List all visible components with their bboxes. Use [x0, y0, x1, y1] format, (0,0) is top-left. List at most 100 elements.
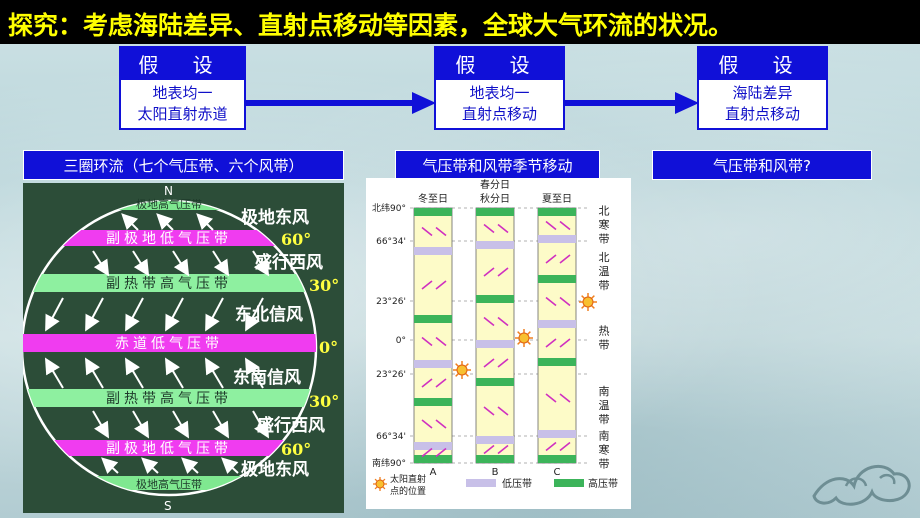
low-pressure-band [538, 430, 576, 438]
legend-high-swatch [554, 479, 584, 487]
wind-arrow [84, 357, 104, 389]
wind-arrow [92, 250, 110, 277]
wind-arrow [212, 410, 230, 439]
latitude-label: 30° [309, 276, 339, 295]
wind-arrow [132, 410, 150, 439]
season-wind-arrow [435, 336, 447, 347]
sun-ray [527, 341, 531, 345]
pressure-band-label: 赤道低气压带 [115, 336, 223, 352]
sun-disc [456, 364, 468, 376]
sun-ray [591, 305, 595, 309]
low-pressure-band [538, 235, 576, 243]
latitude-tick-label: 23°26' [376, 370, 406, 380]
legend-sun-label-line1: 太阳直射 [390, 473, 426, 485]
pressure-band [23, 274, 316, 292]
zone-char: 南 [599, 385, 610, 398]
hypothesis-2-header: 假 设 [434, 46, 565, 80]
result-1: 三圈环流（七个气压带、六个风带） [23, 150, 344, 180]
latitude-label: 30° [309, 392, 339, 411]
pressure-band [23, 201, 316, 210]
hypothesis-3-line1: 海陆差异 [732, 84, 793, 102]
season-wind-arrow [545, 254, 557, 264]
south-label: S [164, 499, 172, 513]
column-header-line1: 春分日 [480, 179, 510, 191]
season-wind-arrow [421, 336, 433, 347]
column-letter: C [554, 467, 561, 478]
season-wind-arrow [483, 316, 495, 327]
cloud-ornament-icon [812, 464, 911, 506]
pressure-band [23, 389, 316, 407]
seasonal-shift-figure: 冬至日春分日秋分日夏至日北纬90°66°34'23°26'0°23°26'66°… [366, 178, 631, 509]
wind-arrow [205, 297, 224, 332]
season-wind-arrow [483, 406, 495, 416]
latitude-label: 0° [319, 338, 338, 357]
sun-position-icon [453, 361, 471, 379]
zone-char: 寒 [599, 443, 610, 457]
pressure-band-label: 极地高气压带 [136, 477, 202, 491]
wind-arrow [164, 357, 184, 389]
wind-arrow [85, 297, 104, 332]
latitude-tick-label: 南纬90° [372, 457, 406, 469]
wind-arrow [252, 410, 270, 439]
legend-low-swatch [466, 479, 496, 487]
season-wind-arrow [559, 338, 571, 348]
high-pressure-band [476, 455, 514, 463]
zone-char: 带 [599, 458, 610, 471]
result-2: 气压带和风带季节移动 [395, 150, 600, 180]
pressure-band-label: 副热带高气压带 [106, 275, 232, 292]
sun-position-icon [579, 293, 597, 311]
hypothesis-2-box: 地表均一 直射点移动 [434, 78, 565, 130]
latitude-label: 60° [281, 440, 311, 459]
sun-disc [518, 332, 530, 344]
season-column [537, 207, 577, 464]
wind-arrow [221, 457, 239, 475]
wind-arrow [212, 250, 230, 277]
high-pressure-band [476, 208, 514, 216]
zone-char: 北 [599, 205, 610, 218]
pressure-band-label: 副热带高气压带 [106, 390, 232, 407]
latitude-tick-label: 66°34' [376, 237, 406, 247]
column-letter: A [430, 467, 437, 478]
result-3: 气压带和风带? [652, 150, 872, 180]
wind-arrow [172, 410, 190, 439]
low-pressure-band [476, 436, 514, 444]
hypothesis-2-line1: 地表均一 [469, 84, 530, 102]
legend: 太阳直射点的位置低压带高压带 [373, 473, 618, 497]
season-wind-arrow [559, 254, 571, 264]
season-wind-arrow [497, 316, 509, 327]
arrow-1-to-2 [246, 92, 436, 114]
hypothesis-1-box: 地表均一 太阳直射赤道 [119, 78, 246, 130]
wind-belt-label: 东南信风 [233, 367, 301, 388]
wind-arrow [101, 457, 119, 475]
season-column [413, 207, 453, 464]
low-pressure-band [476, 241, 514, 249]
pressure-band-label: 极地高气压带 [136, 197, 202, 211]
climate-zone-label: 南温带 [599, 385, 610, 426]
season-wind-arrow [497, 223, 509, 234]
column-header: 冬至日 [418, 192, 448, 205]
wind-arrow [132, 250, 150, 277]
climate-zone-label: 南寒带 [599, 430, 610, 471]
wind-belt-label: 极地东风 [241, 459, 309, 480]
climate-zone-label: 北温带 [599, 251, 610, 292]
season-wind-arrow [435, 378, 447, 388]
wind-belt-label: 盛行西风 [255, 252, 323, 273]
zone-char: 北 [599, 251, 610, 264]
wind-arrow [124, 357, 144, 389]
season-wind-arrow [483, 358, 495, 368]
season-wind-arrow [435, 447, 447, 458]
hypothesis-3-box: 海陆差异 直射点移动 [697, 78, 828, 130]
wind-arrow [92, 410, 110, 439]
pressure-band-label: 副极地低气压带 [106, 231, 232, 247]
sun-ray [465, 373, 469, 377]
hypothesis-1-line1: 地表均一 [152, 84, 213, 102]
latitude-tick-label: 66°34' [376, 432, 406, 442]
low-pressure-band [476, 340, 514, 348]
sun-ray [527, 331, 531, 335]
wind-arrow [44, 357, 64, 389]
pressure-band [23, 334, 316, 352]
low-pressure-band [414, 247, 452, 255]
high-pressure-band [476, 295, 514, 303]
season-wind-arrow [435, 419, 447, 429]
